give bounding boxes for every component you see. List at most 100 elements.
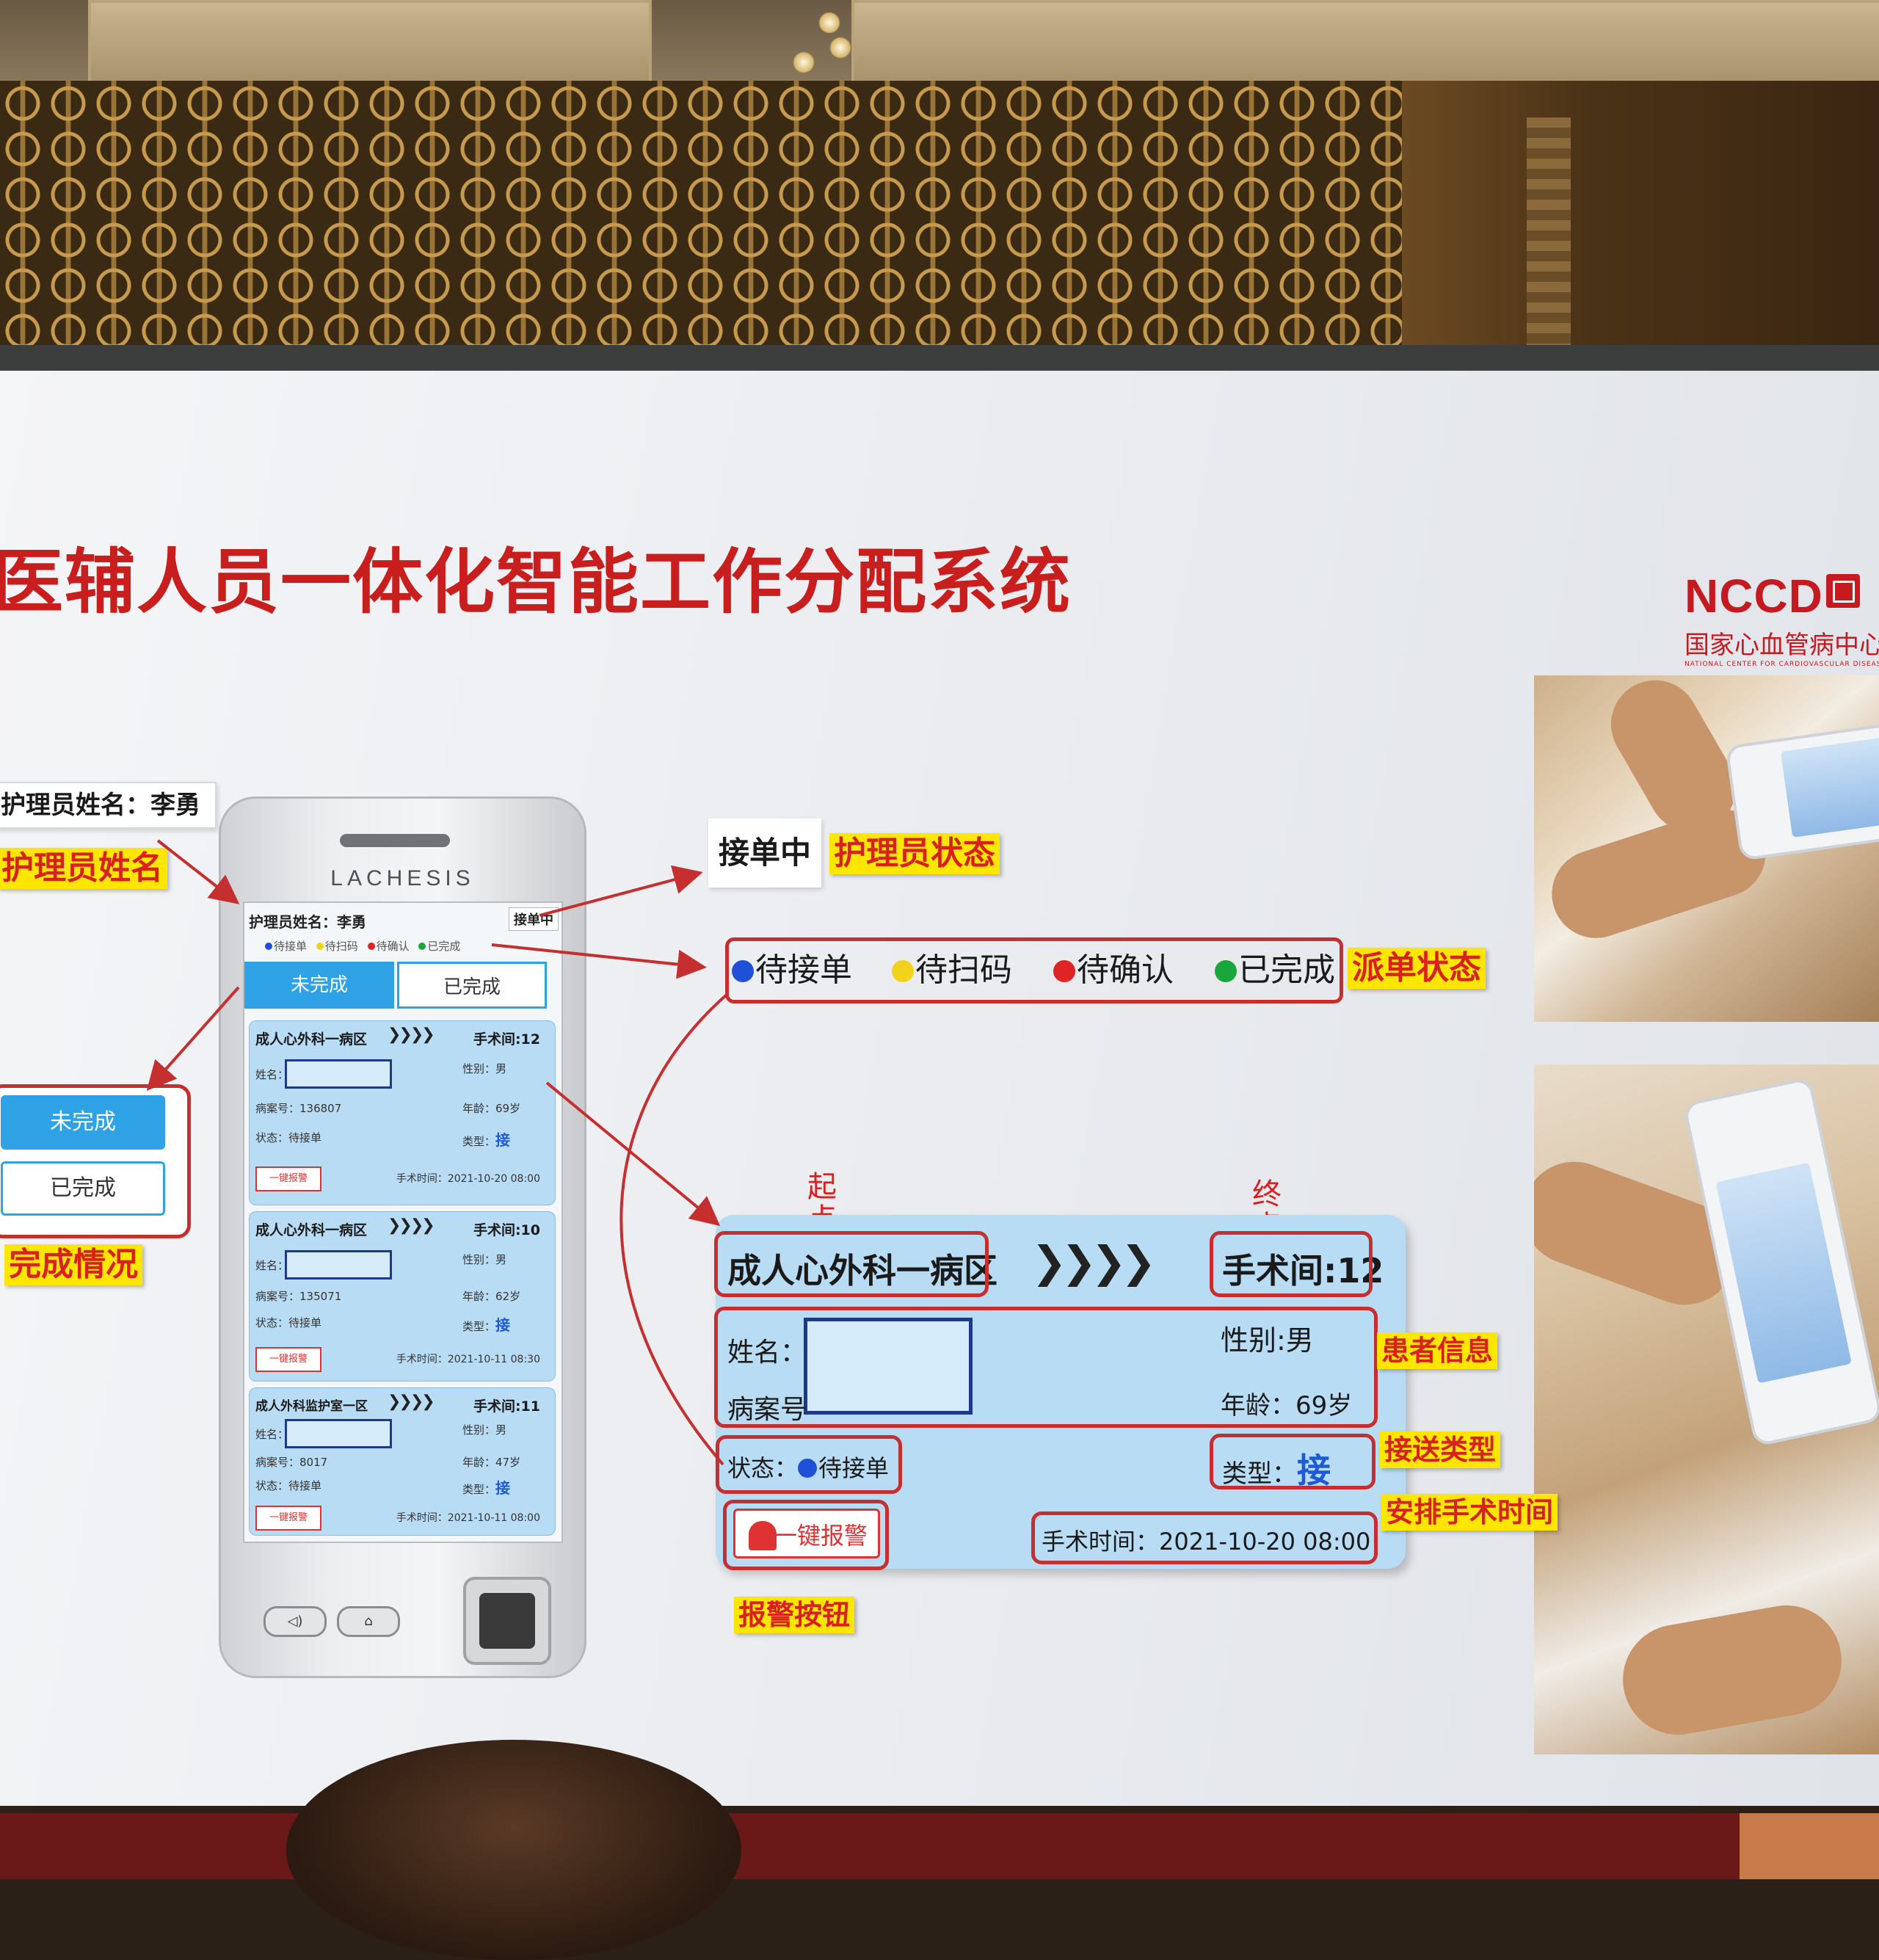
wall-pillar — [1527, 117, 1571, 349]
alarm-button[interactable]: 一键报警 — [255, 1506, 321, 1531]
completion-label: 完成情况 — [4, 1244, 142, 1285]
zoom-type-value: 接 — [1297, 1451, 1331, 1490]
blue-dot-icon — [732, 960, 754, 982]
highlight-alarm — [723, 1500, 889, 1570]
card-status: 状态：待接单 — [255, 1131, 322, 1144]
logo-acronym: NCCD — [1684, 570, 1823, 623]
hand — [1614, 1597, 1850, 1743]
logo-chinese: 国家心血管病中心 — [1684, 631, 1879, 660]
card-type-value: 接 — [495, 1131, 511, 1149]
zoom-gender: 性别:男 — [1221, 1324, 1314, 1357]
zoom-alarm-button[interactable]: 一键报警 — [733, 1509, 880, 1558]
highlight-type — [1210, 1434, 1375, 1489]
card-name-field — [285, 1059, 392, 1089]
completion-tabs-zoom: 未完成 已完成 — [0, 1084, 191, 1238]
task-card[interactable]: 成人外科监护室一区 ❯❯❯❯ 手术间:11 姓名： 性别：男 病案号：8017 … — [249, 1387, 556, 1536]
worker-status-label: 护理员状态 — [829, 833, 1000, 874]
zoom-type: 类型：接 — [1222, 1444, 1331, 1492]
legend-label: 待扫码 — [324, 940, 358, 953]
dispatch-status-label: 派单状态 — [1348, 948, 1486, 989]
card-type: 类型：接 — [462, 1313, 510, 1335]
card-surgery-time: 手术时间：2021-10-11 08:30 — [396, 1354, 540, 1365]
audience-head — [286, 1740, 741, 1960]
task-card-zoom: 成人心外科一病区 ❯❯❯❯ 手术间:12 姓名： 病案号 性别:男 年龄：69岁… — [714, 1215, 1406, 1570]
surgery-time-label: 安排手术时间 — [1381, 1494, 1558, 1531]
card-age: 年龄：62岁 — [462, 1290, 521, 1303]
card-type: 类型：接 — [462, 1476, 510, 1498]
card-name-field — [285, 1250, 392, 1280]
red-dot-icon — [1053, 960, 1075, 982]
zoom-surgery-time: 手术时间：2021-10-20 08:00 — [1042, 1528, 1371, 1556]
red-dot-icon — [367, 943, 375, 950]
wall-panel — [1402, 81, 1879, 349]
card-type: 类型：接 — [462, 1128, 510, 1150]
fingerprint-sensor[interactable] — [463, 1577, 551, 1665]
ceiling-light — [829, 37, 851, 59]
card-dept: 成人心外科一病区 — [255, 1222, 368, 1238]
card-gender: 性别：男 — [462, 1423, 507, 1437]
alarm-button-label: 报警按钮 — [734, 1597, 855, 1633]
card-gender: 性别：男 — [462, 1062, 507, 1075]
zoom-record-label: 病案号 — [727, 1395, 807, 1425]
ceiling-light — [818, 12, 840, 34]
card-room: 手术间:12 — [473, 1031, 540, 1048]
alarm-button[interactable]: 一键报警 — [255, 1347, 321, 1372]
alarm-button[interactable]: 一键报警 — [255, 1166, 321, 1191]
ceiling-light — [793, 51, 815, 73]
worker-status-button[interactable]: 接单中 — [509, 907, 559, 931]
patient-info-label: 患者信息 — [1377, 1332, 1498, 1369]
card-surgery-time: 手术时间：2021-10-20 08:00 — [396, 1173, 540, 1185]
slide-footer-accent — [1740, 1813, 1879, 1879]
chevron-right-icon: ❯❯❯❯ — [388, 1393, 435, 1411]
transfer-type-label: 接送类型 — [1380, 1431, 1501, 1468]
zoom-tab-complete[interactable]: 已完成 — [1, 1161, 165, 1216]
zoom-age: 年龄：69岁 — [1221, 1391, 1353, 1420]
card-name-label: 姓名： — [255, 1259, 289, 1272]
card-status: 状态：待接单 — [255, 1316, 322, 1329]
handheld-device — [1725, 722, 1879, 862]
card-name-field — [285, 1419, 392, 1448]
legend-label: 待确认 — [1077, 951, 1174, 989]
tab-complete[interactable]: 已完成 — [397, 962, 547, 1009]
chevron-right-icon: ❯❯❯❯ — [388, 1026, 435, 1044]
legend-label: 已完成 — [1238, 951, 1335, 989]
card-name-label: 姓名： — [255, 1428, 289, 1441]
worker-name-label: 护理员姓名 — [0, 848, 167, 889]
status-legend: 待接单 待扫码 待确认 已完成 — [259, 938, 460, 954]
card-type-label: 类型： — [462, 1135, 496, 1148]
highlight-patient-info — [714, 1307, 1378, 1428]
presentation-slide: 医辅人员一体化智能工作分配系统 NCCD 国家心血管病中心 NATIONAL C… — [0, 371, 1879, 1806]
decorative-lattice-wall — [0, 81, 1402, 349]
blue-dot-icon — [265, 943, 272, 950]
card-room: 手术间:10 — [473, 1222, 540, 1238]
ceiling-panel — [851, 0, 1879, 87]
highlight-surgery-time — [1031, 1511, 1378, 1564]
photo-scanning-device — [1534, 675, 1879, 1022]
legend-label: 待接单 — [755, 951, 852, 989]
zoom-room: 手术间:12 — [1222, 1251, 1384, 1291]
device-screen — [1780, 737, 1879, 838]
card-type-value: 接 — [495, 1479, 511, 1497]
legend-label: 待确认 — [376, 940, 410, 953]
task-card[interactable]: 成人心外科一病区 ❯❯❯❯ 手术间:10 姓名： 性别：男 病案号：135071… — [249, 1211, 556, 1382]
chevron-right-icon: ❯❯❯❯ — [388, 1216, 435, 1235]
zoom-status-value: 待接单 — [818, 1454, 890, 1482]
phone-speaker — [340, 834, 450, 847]
highlight-end — [1210, 1231, 1373, 1297]
card-dept: 成人心外科一病区 — [255, 1031, 368, 1048]
ceiling-panel — [88, 0, 652, 87]
dispatch-status-legend: 待接单 待扫码 待确认 已完成 — [725, 937, 1343, 1003]
card-type-label: 类型： — [462, 1483, 496, 1496]
tab-incomplete[interactable]: 未完成 — [244, 962, 394, 1009]
chevron-right-icon: ❯❯❯❯ — [1031, 1237, 1156, 1287]
highlight-status — [716, 1435, 902, 1494]
task-card[interactable]: 成人心外科一病区 ❯❯❯❯ 手术间:12 姓名： 性别：男 病案号：136807… — [249, 1020, 556, 1205]
zoom-tab-incomplete[interactable]: 未完成 — [1, 1095, 165, 1150]
phone-home-button[interactable]: ⌂ — [337, 1606, 400, 1637]
screen-frame — [0, 345, 1879, 374]
nccd-logo: NCCD 国家心血管病中心 NATIONAL CENTER FOR CARDIO… — [1684, 569, 1879, 668]
yellow-dot-icon — [316, 943, 324, 950]
phone-back-button[interactable]: ◁) — [264, 1606, 327, 1637]
phone-mockup: LACHESIS 护理员姓名：李勇 接单中 待接单 待扫码 待确认 已完成 未完… — [219, 796, 586, 1678]
legend-item: 待确认 — [1053, 941, 1174, 1000]
